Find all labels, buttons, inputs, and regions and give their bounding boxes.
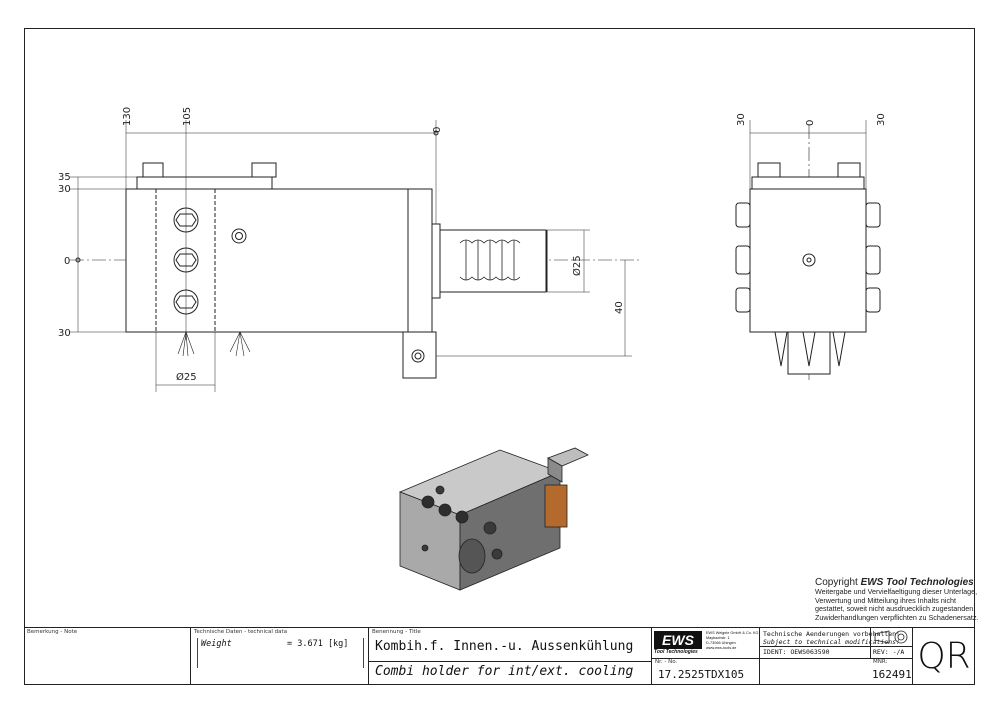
copyright-line: gestattet, soweit nicht ausdruecklich zu…: [815, 604, 976, 614]
copyright-line: Weitergabe und Vervielfaeltigung dieser …: [815, 587, 978, 596]
weight-label: Weight: [201, 639, 232, 649]
title-english: Combi holder for int/ext. cooling: [375, 664, 634, 679]
side-view: [735, 120, 881, 380]
part-number: 17.2525TDX105: [658, 668, 745, 681]
title-german: Kombih.f. Innen.-u. Aussenkühlung: [375, 639, 634, 654]
copyright-notice: Copyright EWS Tool Technologies Weiterga…: [815, 577, 979, 622]
copyright-line: Zuwiderhandlungen verpflichten zu Schade…: [815, 612, 979, 622]
isometric-view: [398, 447, 589, 591]
copyright-brand: EWS Tool Technologies: [860, 577, 974, 588]
title-cell: Benennung - Title Kombih.f. Innen.-u. Au…: [369, 628, 652, 685]
dim-130: 130: [122, 107, 133, 126]
remark-cell: Bemerkung - Note: [24, 628, 191, 685]
mnr-label: MNR:: [873, 659, 888, 665]
tech-data-label: Technische Daten - technical data: [194, 629, 288, 635]
dim-30-bottom: 30: [58, 328, 71, 339]
dim-dia-25-shank: Ø25: [571, 255, 583, 276]
dim-30-top: 30: [58, 184, 71, 195]
notice-german: Technische Aenderungen vorbehalten!: [763, 630, 900, 638]
company-cell: EWS Tool Technologies EWS Weigele GmbH &…: [652, 628, 760, 685]
projection-symbol-icon: [874, 630, 908, 644]
mnr-number: 162491: [872, 668, 912, 681]
drawing-frame: [24, 28, 975, 685]
notice-english: Subject to technical modifications!: [763, 638, 900, 646]
tech-data-cell: Technische Daten - technical data Weight…: [191, 628, 369, 685]
dim-dia-25-bottom: Ø25: [176, 371, 197, 383]
copyright-prefix: Copyright: [815, 577, 861, 588]
dim-35: 35: [58, 172, 71, 183]
dim-40: 40: [614, 301, 625, 314]
dim-side-30-right: 30: [876, 113, 887, 126]
number-label: Nr. - No.: [655, 659, 678, 665]
title-block: Bemerkung - Note Technische Daten - tech…: [24, 627, 975, 685]
qr-cell: QR: [913, 628, 975, 685]
dim-0-top: 0: [432, 127, 443, 133]
company-address: EWS Weigele GmbH & Co. KG Maybachstr. 1 …: [706, 631, 759, 650]
dim-105: 105: [182, 107, 193, 126]
qr-label: QR: [917, 636, 971, 677]
copyright-line: Verwertung und Mitteilung ihres Inhalts …: [815, 595, 957, 605]
dim-0-left: 0: [64, 256, 70, 267]
logo-subtitle: Tool Technologies: [654, 649, 698, 655]
revision: REV: -/A: [873, 648, 905, 656]
front-view: [70, 120, 640, 392]
weight-value: = 3.671 [kg]: [287, 639, 349, 649]
ews-logo: EWS: [654, 631, 702, 649]
remark-label: Bemerkung - Note: [27, 629, 78, 635]
dim-side-0: 0: [805, 120, 816, 126]
title-label: Benennung - Title: [372, 629, 421, 635]
ident-number: IDENT: OEWS063590: [763, 648, 830, 656]
dim-side-30-left: 30: [736, 113, 747, 126]
revision-cell: Technische Aenderungen vorbehalten! Subj…: [760, 628, 913, 685]
